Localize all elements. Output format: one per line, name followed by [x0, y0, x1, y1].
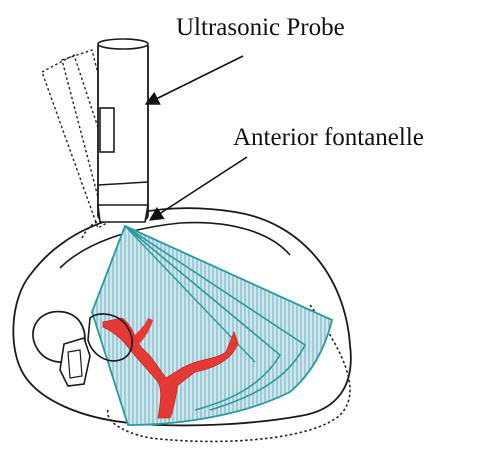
facial-bone-outline — [60, 338, 90, 386]
probe-top-cap — [98, 39, 148, 49]
probe-tip — [98, 205, 148, 222]
fontanelle-label: Anterior fontanelle — [233, 124, 424, 151]
fontanelle-leader-arrow — [150, 157, 247, 220]
probe-button — [100, 108, 114, 152]
probe-leader-arrow — [146, 56, 243, 104]
probe-label: Ultrasonic Probe — [176, 14, 345, 41]
